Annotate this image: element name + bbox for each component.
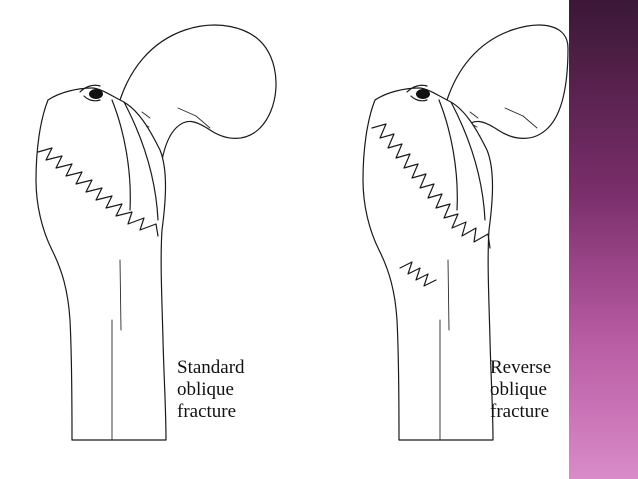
standard-label-line-3: fracture [177, 401, 237, 422]
reverse-label: Reverse oblique fracture [490, 357, 551, 423]
accent-bar [569, 0, 638, 479]
standard-oblique-femur [35, 24, 277, 441]
femur-shaft [35, 87, 167, 441]
femur-shaft [362, 87, 494, 441]
diagram [35, 24, 569, 441]
standard-label-line-1: Standard [177, 357, 245, 378]
fracture-line [371, 123, 491, 249]
standard-label: Standard oblique fracture [177, 357, 245, 423]
fracture-line [37, 147, 159, 237]
femoral-head [119, 24, 277, 161]
reverse-label-line-3: fracture [490, 401, 550, 422]
standard-label-line-2: oblique [177, 379, 234, 400]
reverse-label-line-2: oblique [490, 379, 547, 400]
reverse-label-line-1: Reverse [490, 357, 552, 378]
reverse-oblique-femur [362, 24, 569, 441]
